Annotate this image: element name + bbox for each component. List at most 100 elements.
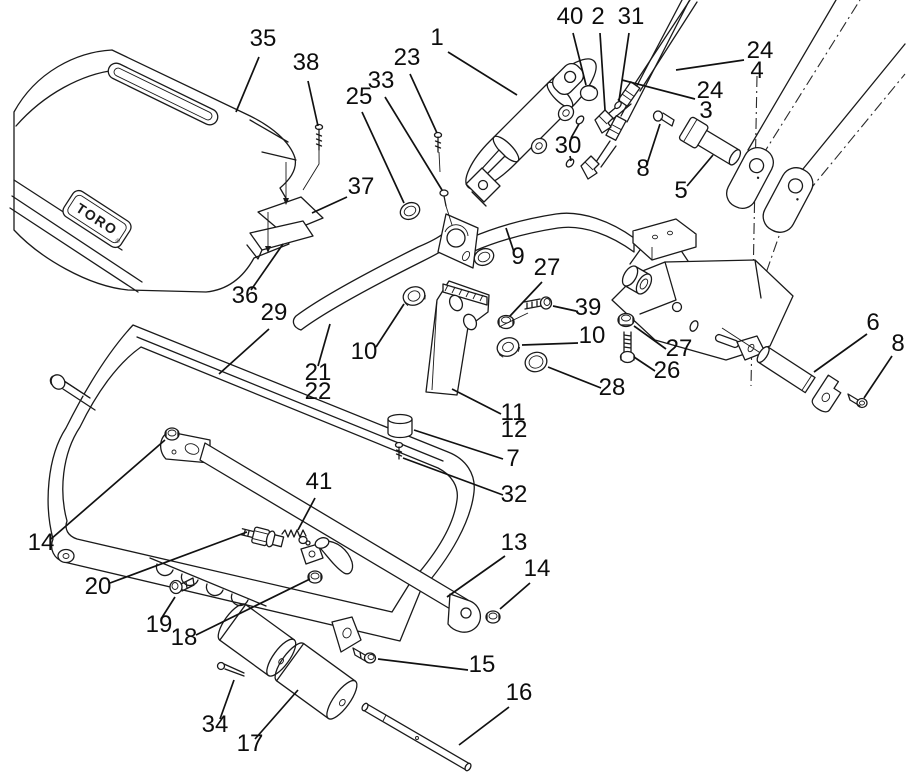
seal-ring-28 [524, 351, 548, 373]
leader-19 [160, 596, 176, 620]
leader-24-4 [675, 59, 745, 71]
frame-handle-post [49, 374, 96, 411]
hose-crimp-fitting-a [617, 81, 641, 107]
logo-reg-mark: ® [114, 237, 122, 246]
leader-23 [409, 73, 438, 134]
leader-38 [307, 80, 319, 127]
callout-5: 5 [674, 177, 687, 204]
pin-6-tab [811, 374, 842, 413]
callout-23: 23 [394, 44, 421, 71]
bolt-23 [433, 131, 443, 173]
bracket-boss [621, 265, 653, 295]
mount-bracket-assembly [611, 218, 794, 361]
callout-30: 30 [555, 132, 582, 159]
leader-8-top [646, 123, 661, 165]
callout-17: 17 [237, 730, 264, 757]
callout-41: 41 [306, 468, 333, 495]
callout-9: 9 [511, 243, 524, 270]
machine-lift-arms [726, 0, 906, 387]
callout-leaders [50, 32, 893, 746]
bolt-39 [523, 296, 553, 310]
bumper-7 [387, 413, 413, 439]
callout-2: 2 [591, 3, 604, 30]
bushing-25 [399, 201, 421, 221]
leader-40 [572, 32, 587, 86]
leader-15 [377, 658, 469, 671]
nut-14-right [485, 610, 501, 624]
mount-tab-15 [331, 616, 362, 653]
bolt-26 [619, 331, 636, 364]
callout-7: 7 [506, 445, 519, 472]
callout-31: 31 [618, 3, 645, 30]
bushing-10-left [402, 286, 426, 306]
callout-15: 15 [469, 651, 496, 678]
leader-29 [218, 328, 270, 375]
leader-18 [195, 578, 311, 636]
bushing-mid [473, 247, 495, 267]
bent-rod-21-22 [292, 131, 635, 331]
o-ring-31 [614, 100, 622, 110]
lower-bar-13 [160, 427, 501, 633]
leader-5 [686, 154, 714, 187]
screw-38 [302, 123, 324, 191]
leader-9 [505, 227, 515, 253]
o-ring-30-lower [565, 158, 575, 168]
callout-34: 34 [202, 711, 229, 738]
callout-8-bottom: 8 [891, 330, 904, 357]
o-ring-30-upper [575, 115, 585, 125]
port-boss-upper [557, 104, 575, 122]
rod-16 [361, 702, 472, 772]
cover-assembly: TORO ® [9, 49, 324, 293]
callout-1: 1 [430, 24, 443, 51]
leader-27-right [633, 325, 667, 350]
callout-labels: 35 38 25 33 23 1 40 2 31 24 4 24 3 30 8 … [28, 3, 905, 757]
callout-40: 40 [557, 3, 584, 30]
spring-41 [281, 529, 311, 546]
bolt-19 [169, 577, 195, 595]
leader-27-left [509, 281, 543, 317]
cover-vent-slot [107, 62, 219, 126]
roller-lower-17 [274, 642, 358, 720]
callout-22: 22 [305, 378, 332, 405]
leader-25 [361, 111, 405, 204]
callout-10-left: 10 [351, 338, 378, 365]
nut-18 [307, 570, 323, 584]
leader-30b [569, 155, 572, 162]
leader-7 [413, 429, 504, 460]
callout-35: 35 [250, 25, 277, 52]
callout-6: 6 [866, 309, 879, 336]
leader-13 [446, 555, 506, 598]
bolt-15 [352, 647, 377, 664]
leader-37 [311, 196, 348, 214]
pivot-pin-5 [678, 116, 742, 166]
callout-38: 38 [293, 49, 320, 76]
nut-14-left [164, 427, 180, 441]
callout-16: 16 [506, 679, 533, 706]
callout-37: 37 [348, 173, 375, 200]
bolt-8-bottom [847, 393, 868, 409]
callout-39: 39 [575, 294, 602, 321]
hose-24-4 [633, 0, 698, 92]
leader-30a [570, 123, 580, 139]
latch-lever [300, 537, 354, 575]
leader-14-right [499, 582, 531, 610]
cylinder-eye [551, 62, 585, 96]
leader-20 [109, 531, 248, 584]
callout-12: 12 [501, 416, 528, 443]
hose-stub-b [595, 140, 617, 168]
leader-1 [447, 51, 518, 96]
callout-14-right: 14 [524, 555, 551, 582]
leader-11-12 [451, 388, 502, 415]
roller-upper [217, 603, 297, 677]
frame-foot [57, 548, 75, 564]
toro-logo-badge: TORO ® [62, 189, 132, 249]
leader-36 [250, 243, 284, 291]
leader-10-left [375, 303, 405, 348]
leader-33 [384, 96, 443, 191]
callout-24-top: 24 [747, 37, 774, 64]
callout-14-left: 14 [28, 529, 55, 556]
callout-21: 21 [305, 359, 332, 386]
leader-2 [599, 32, 606, 111]
